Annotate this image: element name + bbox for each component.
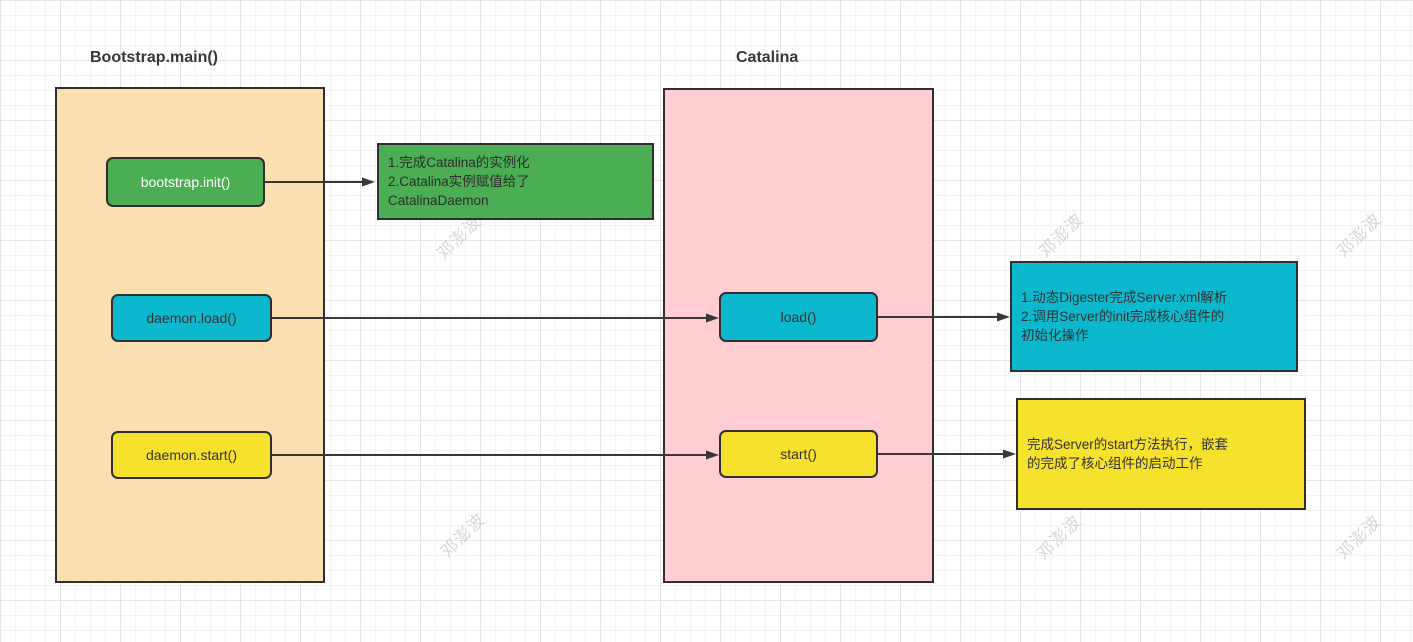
watermark-text: 邓澎波 [1033,511,1086,564]
node-load: load() [719,292,878,342]
watermark-text: 邓澎波 [437,509,490,562]
node-start: start() [719,430,878,478]
node-daemon-load: daemon.load() [111,294,272,342]
watermark-text: 邓澎波 [1333,511,1386,564]
arrow-daemon-start-to-start [272,450,719,460]
note-load-result: 1.动态Digester完成Server.xml解析 2.调用Server的in… [1010,261,1298,372]
note-init-result: 1.完成Catalina的实例化 2.Catalina实例赋值给了 Catali… [377,143,654,220]
node-daemon-start: daemon.start() [111,431,272,479]
arrow-daemon-load-to-load [272,313,719,323]
lane-title-catalina: Catalina [736,49,799,66]
watermark-text: 邓澎波 [1035,209,1088,262]
node-bootstrap-init: bootstrap.init() [106,157,265,207]
watermark-text: 邓澎波 [1333,209,1386,262]
note-start-result: 完成Server的start方法执行，嵌套 的完成了核心组件的启动工作 [1016,398,1306,510]
lane-title-bootstrap-main: Bootstrap.main() [90,49,218,66]
